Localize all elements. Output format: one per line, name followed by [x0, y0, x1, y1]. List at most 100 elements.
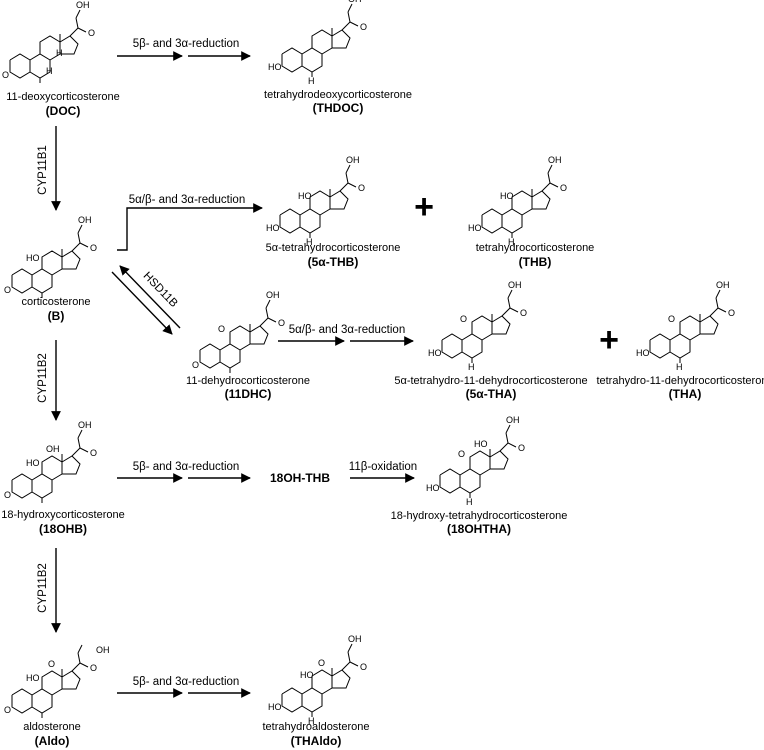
svg-text:O: O: [358, 183, 365, 193]
intermediate-18oh-thb: 18OH-THB: [270, 471, 330, 485]
thdoc-abbr: (THDOC): [313, 101, 364, 115]
svg-text:O: O: [728, 308, 735, 318]
svg-text:OH: OH: [348, 634, 362, 644]
svg-text:O: O: [48, 659, 55, 669]
svg-text:O: O: [192, 360, 199, 370]
tha-name: tetrahydro-11-dehydrocorticosterone: [596, 375, 764, 387]
svg-text:O: O: [4, 490, 11, 500]
svg-text:HO: HO: [500, 191, 514, 201]
reaction-label-b-thb: 5α/β- and 3α-reduction: [129, 194, 245, 206]
svg-text:O: O: [318, 658, 325, 668]
svg-text:O: O: [360, 22, 367, 32]
svg-text:HO: HO: [26, 673, 40, 683]
thdoc-name: tetrahydrodeoxycorticosterone: [264, 89, 412, 101]
svg-text:O: O: [218, 324, 225, 334]
arrow-11dhc-b: [119, 265, 181, 329]
reaction-label-aldo: 5β- and 3α-reduction: [133, 676, 240, 688]
thdoc-structure: HO O OH H: [268, 0, 367, 86]
tha-structure: HO O OH O H: [636, 280, 735, 372]
arrow-b-11dhc: [111, 271, 173, 335]
plus-sign-thb: +: [414, 188, 434, 226]
enzyme-cyp11b1: CYP11B1: [37, 145, 49, 195]
18ohb-abbr: (18OHB): [39, 522, 87, 536]
svg-text:HO: HO: [268, 702, 282, 712]
a5tha-abbr: (5α-THA): [466, 387, 517, 401]
svg-text:OH: OH: [76, 0, 90, 10]
thaldo-structure: HO O OH HO O H: [268, 634, 367, 726]
aldo-structure: O O OH HO O: [4, 644, 110, 719]
svg-text:HO: HO: [300, 670, 314, 680]
enzyme-cyp11b2-1: CYP11B2: [37, 353, 49, 403]
aldo-abbr: (Aldo): [35, 734, 70, 748]
svg-text:OH: OH: [346, 155, 360, 165]
svg-text:HO: HO: [26, 458, 40, 468]
enzyme-hsd11b: HSD11B: [141, 270, 180, 310]
svg-text:HO: HO: [428, 348, 442, 358]
svg-text:OH: OH: [506, 415, 520, 425]
svg-text:HO: HO: [268, 62, 282, 72]
enzyme-cyp11b2-2: CYP11B2: [37, 563, 49, 613]
b-name: corticosterone: [21, 296, 90, 308]
svg-text:OH: OH: [78, 215, 92, 225]
arrow-b-thb: [117, 203, 263, 251]
svg-text:O: O: [278, 318, 285, 328]
a5tha-name: 5α-tetrahydro-11-dehydrocorticosterone: [394, 375, 587, 387]
reaction-label-18ohb: 5β- and 3α-reduction: [133, 461, 240, 473]
11dhc-structure: O O OH O: [192, 290, 285, 374]
18ohtha-structure: HO O OH O HO H: [426, 415, 525, 507]
18ohb-structure: O O OH HO OH: [4, 420, 97, 504]
svg-text:O: O: [88, 28, 95, 38]
svg-text:O: O: [90, 448, 97, 458]
18ohtha-abbr: (18OHTHA): [447, 522, 511, 536]
svg-text:O: O: [460, 314, 467, 324]
svg-text:O: O: [520, 308, 527, 318]
11dhc-name: 11-dehydrocorticosterone: [186, 375, 310, 387]
svg-text:O: O: [90, 243, 97, 253]
svg-text:HO: HO: [266, 223, 280, 233]
svg-text:OH: OH: [266, 290, 280, 300]
svg-text:OH: OH: [46, 444, 60, 454]
svg-text:O: O: [90, 663, 97, 673]
svg-text:HO: HO: [298, 191, 312, 201]
svg-text:O: O: [518, 443, 525, 453]
svg-text:H: H: [46, 66, 53, 76]
svg-text:HO: HO: [636, 348, 650, 358]
a5thb-name: 5α-tetrahydrocorticosterone: [266, 242, 401, 254]
a5tha-structure: HO O OH O H: [428, 280, 527, 372]
reaction-label-doc-thdoc: 5β- and 3α-reduction: [133, 38, 240, 50]
svg-text:OH: OH: [348, 0, 362, 4]
svg-text:HO: HO: [426, 483, 440, 493]
thb-abbr: (THB): [519, 255, 552, 269]
svg-text:H: H: [56, 48, 63, 58]
svg-text:H: H: [676, 362, 683, 372]
tha-abbr: (THA): [669, 387, 702, 401]
svg-text:H: H: [466, 497, 473, 507]
svg-text:O: O: [360, 662, 367, 672]
a5thb-abbr: (5α-THB): [308, 255, 359, 269]
plus-sign-tha: +: [599, 321, 619, 359]
svg-text:HO: HO: [26, 253, 40, 263]
18ohb-name: 18-hydroxycorticosterone: [1, 509, 125, 521]
reaction-label-11b-oxidation: 11β-oxidation: [349, 461, 417, 473]
svg-text:OH: OH: [508, 280, 522, 290]
doc-structure: O O OH H H: [2, 0, 95, 84]
thb-structure: HO O OH HO H: [468, 155, 567, 247]
svg-text:OH: OH: [548, 155, 562, 165]
svg-text:HO: HO: [468, 223, 482, 233]
svg-text:OH: OH: [78, 420, 92, 430]
thaldo-name: tetrahydroaldosterone: [262, 721, 369, 733]
11dhc-abbr: (11DHC): [225, 387, 272, 401]
svg-text:O: O: [4, 285, 11, 295]
svg-text:O: O: [458, 449, 465, 459]
doc-abbr: (DOC): [46, 104, 81, 118]
doc-name: 11-deoxycorticosterone: [6, 91, 120, 103]
reaction-label-11dhc-tha: 5α/β- and 3α-reduction: [289, 324, 405, 336]
a5thb-structure: HO O OH HO H: [266, 155, 365, 247]
thaldo-abbr: (THAldo): [291, 734, 342, 748]
svg-text:O: O: [668, 314, 675, 324]
svg-text:OH: OH: [716, 280, 730, 290]
svg-text:H: H: [308, 76, 315, 86]
svg-text:H: H: [308, 716, 315, 726]
18ohtha-name: 18-hydroxy-tetrahydrocorticosterone: [391, 510, 568, 522]
